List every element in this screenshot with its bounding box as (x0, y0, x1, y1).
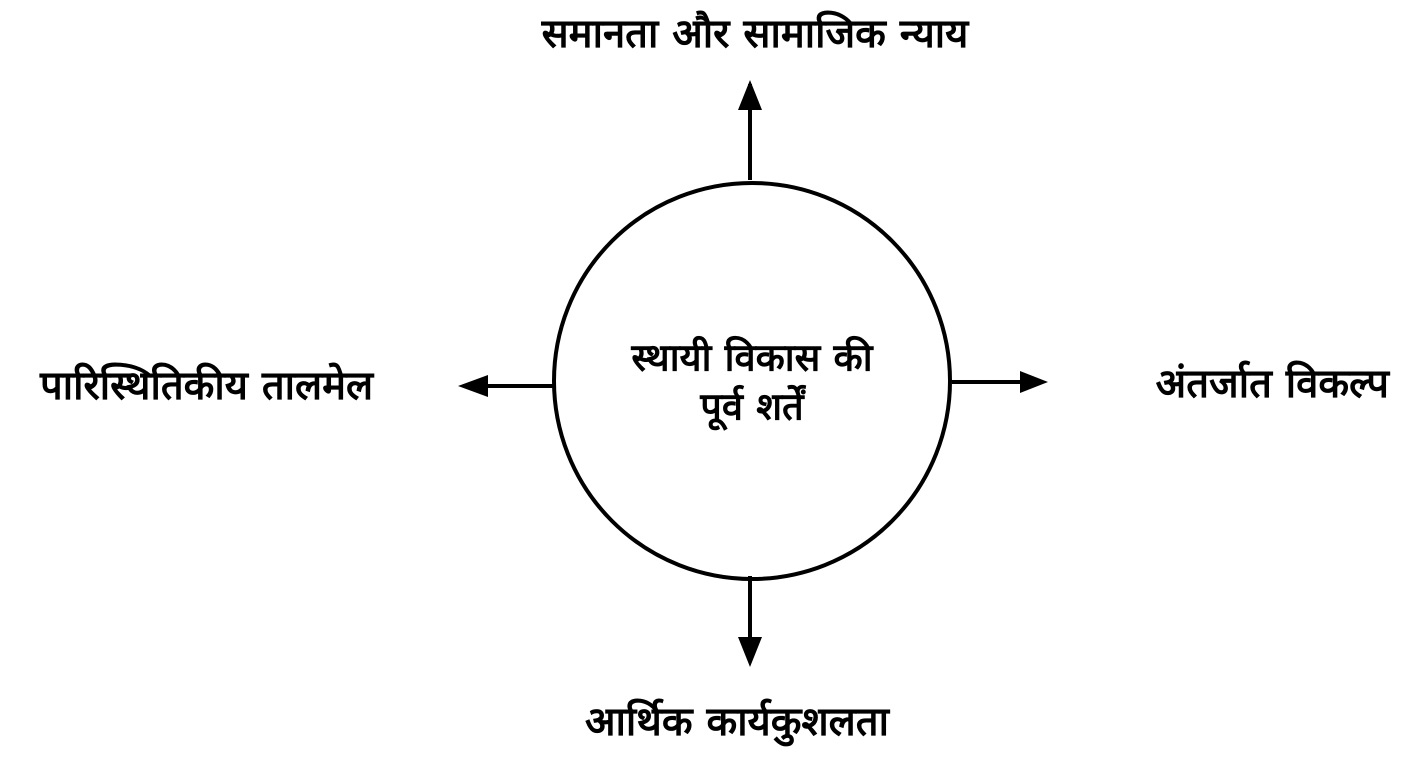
label-economic-efficiency: आर्थिक कार्यकुशलता (585, 699, 889, 745)
label-endogenous-choices: अंतर्जात विकल्प (1155, 361, 1389, 407)
arrowhead-right (1020, 371, 1048, 393)
arrowhead-left (458, 375, 488, 397)
center-label-line1: स्थायी विकास की (631, 335, 873, 380)
label-ecological-harmony: पारिस्थितिकीय तालमेल (40, 363, 374, 409)
label-equity-social-justice: समानता और सामाजिक न्याय (541, 11, 969, 57)
arrowhead-top (738, 80, 762, 110)
center-label: स्थायी विकास की पूर्व शर्तें (582, 334, 922, 433)
arrowhead-bottom (738, 637, 762, 667)
center-label-line2: पूर्व शर्तें (700, 385, 804, 429)
